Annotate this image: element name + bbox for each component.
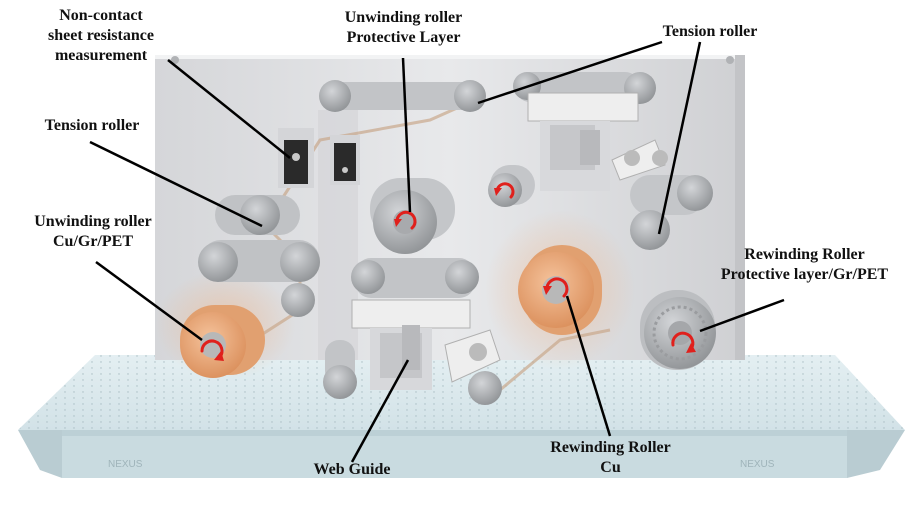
nexus-logo-icon: NEXUS (740, 459, 775, 470)
label-line: Non-contact (59, 7, 143, 24)
label-tension-roller-top: Tension roller (640, 22, 780, 42)
small-roller-mid (488, 165, 535, 207)
label-rewind-protective: Rewinding Roller Protective layer/Gr/PET (692, 245, 917, 285)
rotation-arrow-icon (543, 277, 569, 298)
label-line: Web Guide (313, 461, 391, 478)
left-rollers (198, 195, 320, 317)
rotation-arrow-icon (394, 210, 417, 230)
label-line: Unwinding roller (34, 213, 152, 230)
label-line: Unwinding roller (344, 9, 463, 26)
label-web-guide: Web Guide (292, 460, 412, 480)
label-tension-roller-left: Tension roller (22, 116, 162, 136)
label-line: Protective layer/Gr/PET (720, 266, 889, 283)
label-rewind-cu: Rewinding Roller Cu (528, 438, 693, 478)
rotation-arrow-icon (671, 331, 696, 353)
unwind-cu-roller (180, 305, 265, 378)
rotation-arrow-icon (200, 339, 224, 361)
sheet-resistance-sensor (278, 128, 360, 188)
label-unwind-protective: Unwinding roller Protective Layer (316, 8, 491, 48)
tension-assembly-top (527, 92, 668, 191)
label-line: Tension roller (662, 23, 758, 40)
label-line: Protective Layer (346, 29, 461, 46)
unwind-protective-roller (370, 178, 455, 254)
label-line: Cu (600, 459, 621, 476)
label-line: sheet resistance (48, 27, 154, 44)
label-unwind-cu: Unwinding roller Cu/Gr/PET (8, 212, 178, 252)
leader-lines (89, 40, 785, 463)
label-line: measurement (54, 47, 148, 64)
label-line: Rewinding Roller (744, 246, 865, 263)
label-noncontact-measurement: Non-contact sheet resistance measurement (26, 6, 176, 66)
rewind-cu-roller (518, 245, 602, 335)
label-line: Cu/Gr/PET (52, 233, 133, 250)
label-line: Rewinding Roller (550, 439, 671, 456)
rotation-arrow-icon (494, 182, 515, 199)
nexus-logo-icon: NEXUS (108, 459, 143, 470)
label-line: Tension roller (44, 117, 140, 134)
